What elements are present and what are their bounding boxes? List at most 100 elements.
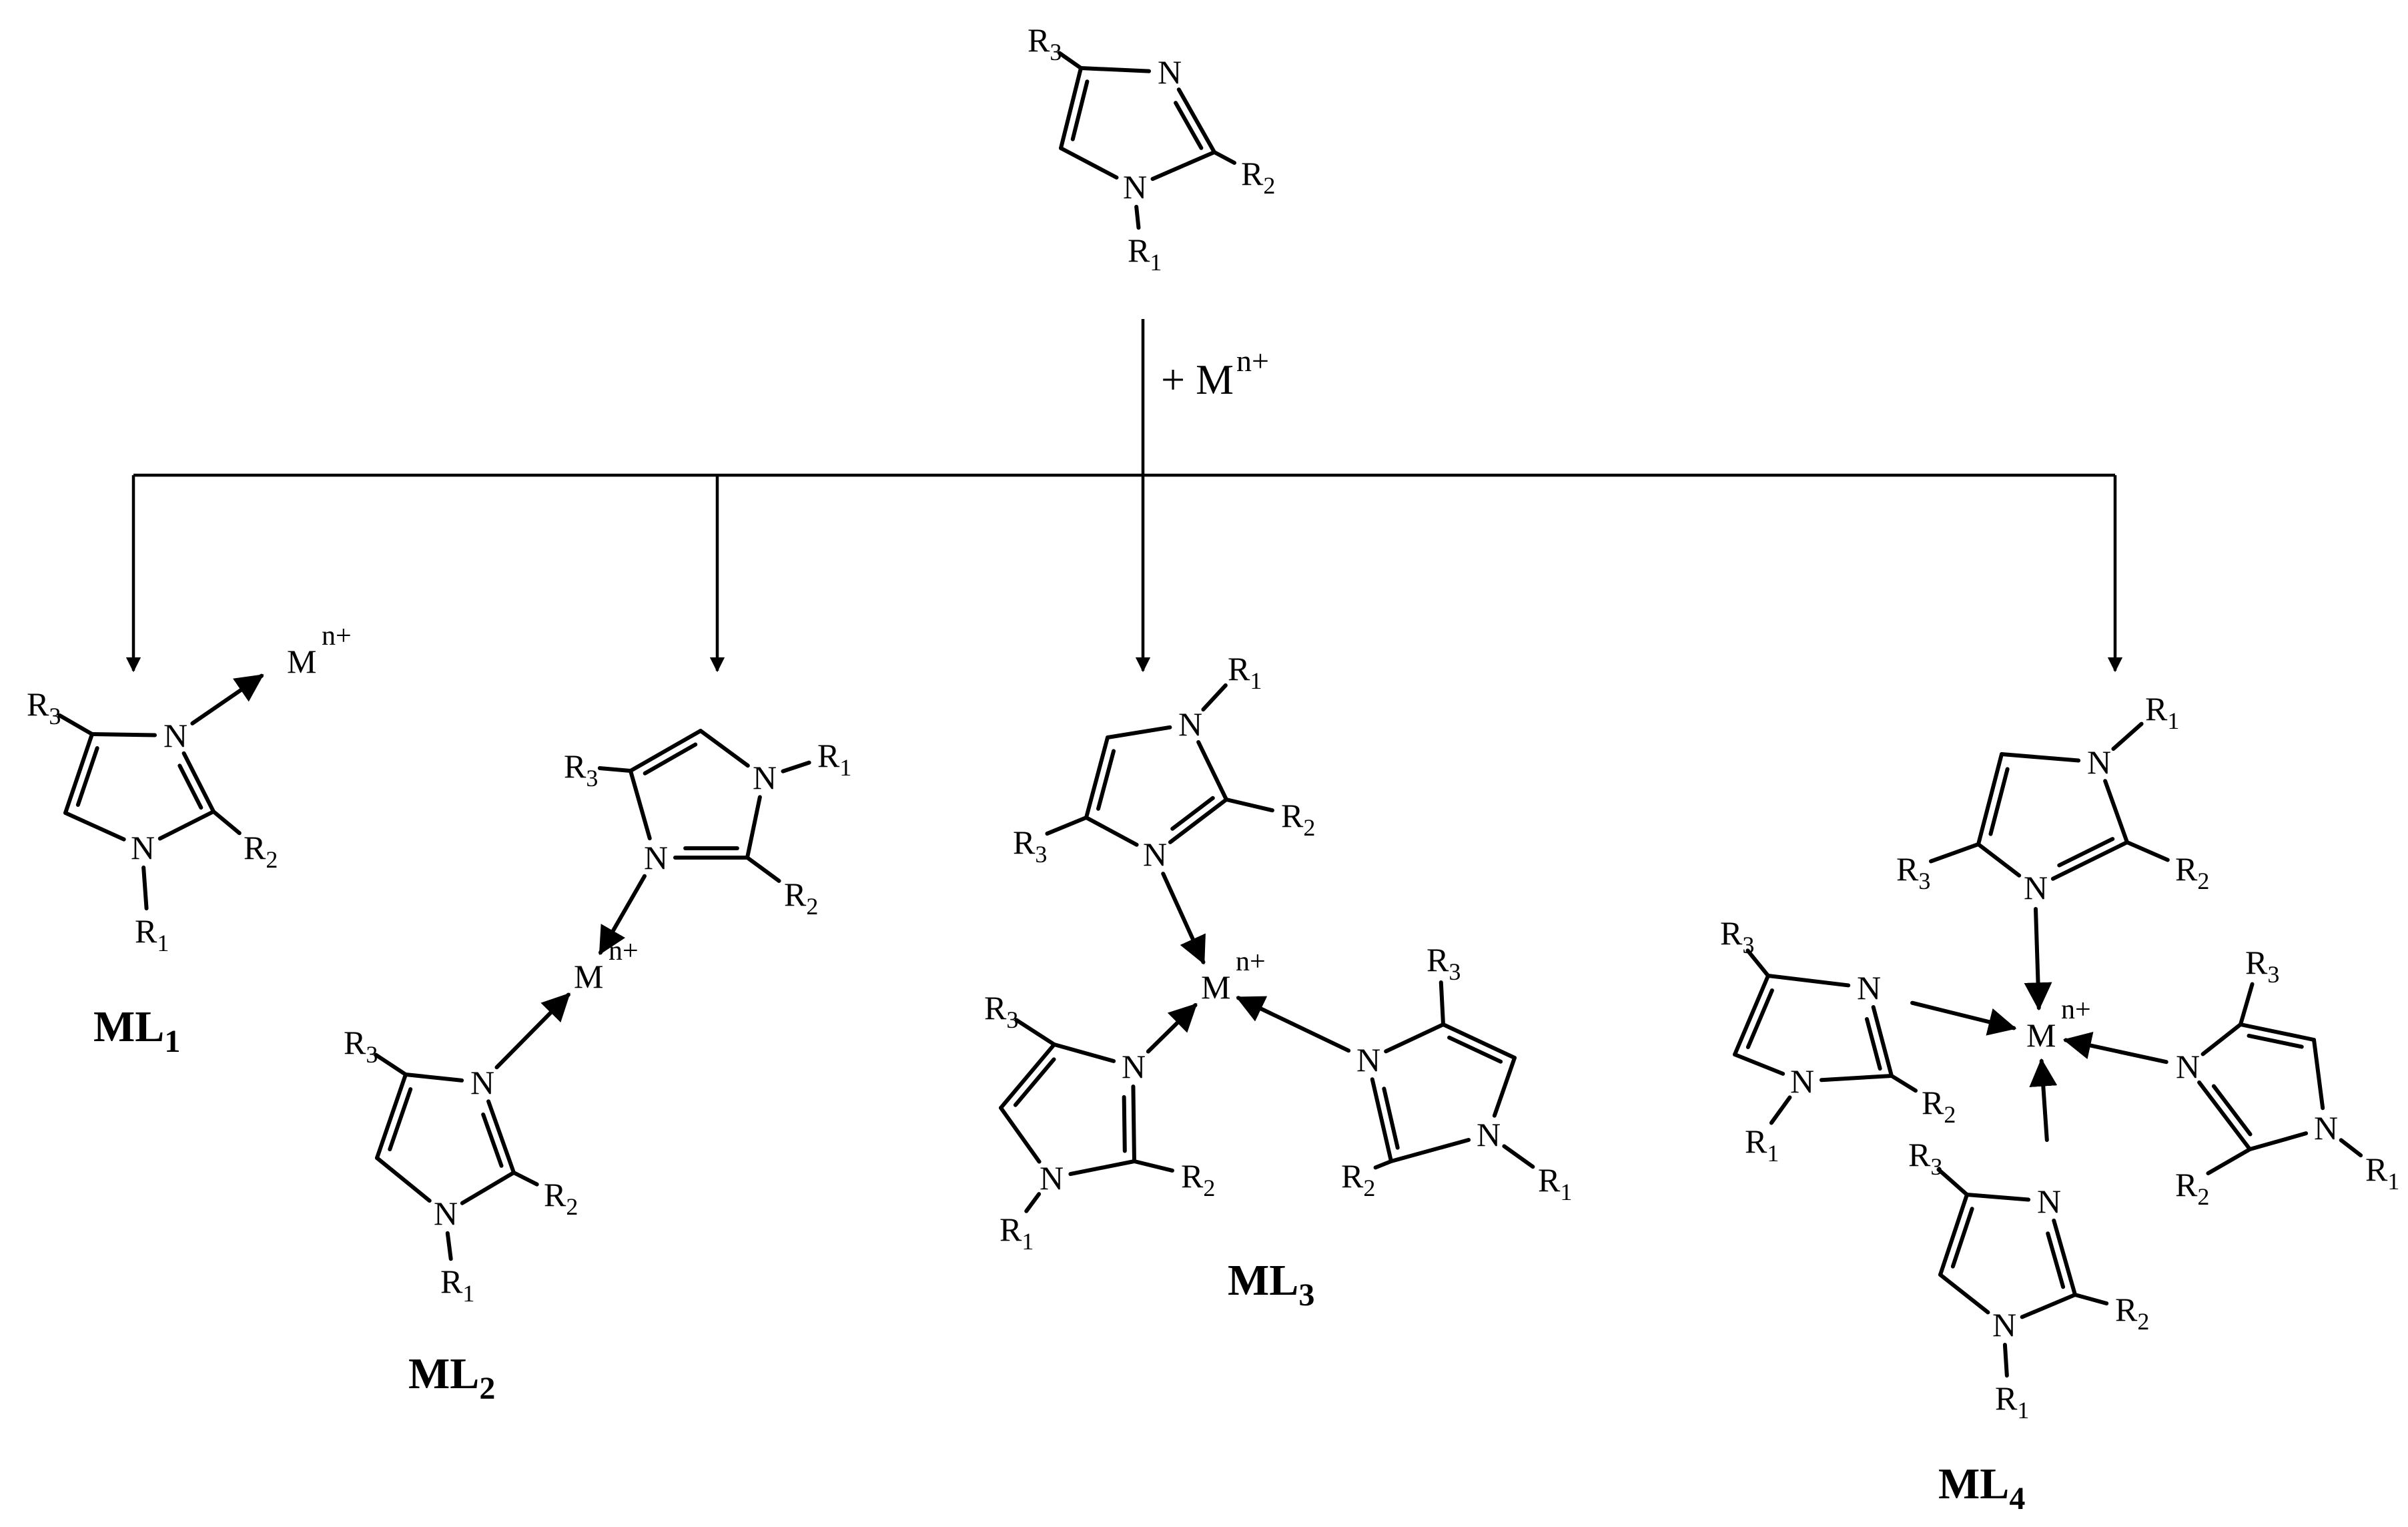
bond-c4-r3 [57, 713, 94, 736]
r3-group: R3 [27, 685, 61, 729]
reaction-branches: + Mn+ [125, 319, 2123, 673]
metal-charge: n+ [322, 621, 352, 651]
nitrogen-atom: N [1356, 1041, 1380, 1079]
nitrogen-atom: N [1857, 969, 1881, 1006]
ring-bond-c2-n3-inner [1382, 1087, 1400, 1150]
ring-bond-c5-n1 [699, 729, 750, 768]
ring-bond-c5-n1 [1059, 146, 1119, 180]
ring-bond-c2-n3-inner [481, 1112, 504, 1168]
ring-bond-c5-n1 [999, 1106, 1042, 1164]
ring-bond-c4-c5 [629, 729, 703, 773]
metal-atom: M [574, 958, 603, 995]
complex-label: ML4 [1938, 1460, 2025, 1516]
r3-group: R3 [344, 1024, 378, 1068]
ring-bond-c2-n3-inner [1174, 101, 1204, 150]
coordination-arrow [2062, 1031, 2168, 1064]
metal-charge: n+ [609, 936, 639, 966]
r1-group: R1 [817, 737, 851, 781]
complex-label: ML3 [1228, 1256, 1314, 1313]
ring-bond-c2-n3 [1131, 1084, 1136, 1163]
nitrogen-atom: N [1477, 1116, 1501, 1153]
r1-group: R1 [999, 1211, 1034, 1255]
nitrogen-atom: N [2037, 1183, 2061, 1220]
ring-bond-c4-c5-inner [1950, 1207, 1974, 1269]
r2-group: R2 [2115, 1291, 2149, 1335]
nitrogen-atom: N [470, 1064, 494, 1101]
metal-charge: n+ [1236, 946, 1266, 977]
ring-bond-c5-n1 [1106, 725, 1172, 739]
bond-n1-r1 [781, 760, 811, 774]
ring-bond-n1-c2 [745, 795, 762, 860]
r2-group: R2 [1341, 1157, 1375, 1201]
ring-bond-n3-c4 [404, 1073, 464, 1083]
metal-charge: n+ [2061, 994, 2091, 1025]
ring-bond-c2-n3-inner [2211, 1084, 2253, 1137]
bond-c2-r2 [1132, 1159, 1174, 1173]
ring-bond-n3-c4 [1976, 842, 2022, 878]
ring-bond-c4-c5 [1084, 735, 1110, 820]
bond-n1-r1 [2002, 1342, 2009, 1378]
bond-c2-r2 [1890, 1074, 1918, 1093]
ring-bond-c5-n1 [2000, 752, 2081, 763]
bond-c2-r2 [2125, 840, 2170, 862]
nitrogen-atom: N [644, 839, 668, 876]
r1-group: R1 [1745, 1123, 1779, 1167]
ring-bond-c4-c5-inner [643, 742, 698, 776]
nitrogen-atom: N [1992, 1306, 2016, 1343]
ring-bond-n3-c4 [629, 769, 652, 841]
ring-bond-c2-n3 [2197, 1080, 2252, 1151]
ring-bond-c5-n1 [1938, 1273, 1990, 1315]
nitrogen-atom: N [1143, 836, 1167, 873]
nitrogen-atom: N [163, 717, 187, 754]
r2-group: R2 [2175, 850, 2209, 894]
ring-bond-c4-c5-inner [75, 746, 99, 807]
nitrogen-atom: N [1790, 1062, 1814, 1100]
ring-bond-c2-n3-inner [1170, 796, 1215, 831]
r3-group: R3 [1720, 914, 1754, 958]
r1-group: R1 [135, 912, 169, 956]
ring-bond-c4-c5 [999, 1042, 1056, 1110]
bond-c4-r3 [1014, 1018, 1056, 1046]
r2-group: R2 [1181, 1157, 1215, 1201]
ring-bond-c2-n3-inner [1122, 1095, 1127, 1153]
nitrogen-atom: N [1123, 168, 1147, 206]
bond-n1-r1 [1769, 1095, 1792, 1125]
bond-n1-r1 [1201, 683, 1228, 712]
ring-bond-c4-c5 [63, 732, 94, 815]
ring-bond-c4-c5-inner [1745, 988, 1774, 1049]
nitrogen-atom: N [753, 759, 777, 796]
bond-c4-r3 [2239, 982, 2255, 1026]
bond-c4-r3 [374, 1052, 408, 1077]
nitrogen-atom: N [2176, 1048, 2200, 1085]
ring-bond-n3-c4 [90, 732, 157, 737]
bond-c4-r3 [1045, 816, 1088, 836]
ring-bond-c4-c5 [2239, 1022, 2316, 1042]
nitrogen-atom: N [131, 829, 155, 866]
ring-bond-c5-n1 [63, 811, 126, 842]
r1-group: R1 [1128, 232, 1162, 276]
ring-bond-n3-c4 [2200, 1022, 2243, 1056]
coordination-arrow [2024, 906, 2052, 1011]
ring-bond-n1-c2 [460, 1171, 516, 1205]
nitrogen-atom: N [434, 1195, 458, 1232]
bond-c4-r3 [1745, 948, 1770, 978]
nitrogen-atom: N [2087, 743, 2111, 781]
ring-bond-c4-c5-inner [388, 1087, 413, 1152]
bond-c4-r3 [1928, 842, 1980, 864]
ring-bond-n1-c2 [157, 810, 216, 841]
ring-bond-c5-n1 [375, 1156, 432, 1203]
ring-bond-c4-c5 [1733, 974, 1770, 1056]
ring-bond-c2-n3-inner [1864, 1017, 1882, 1071]
ring-bond-c4-c5-inner [2247, 1033, 2304, 1049]
ring-bond-c2-n3 [2052, 1218, 2077, 1297]
bond-n1-r1 [1134, 204, 1141, 230]
metal-atom: M [287, 643, 316, 680]
ring-bond-c2-n3 [1176, 87, 1216, 154]
ring-bond-c4-c5-inner [1096, 749, 1116, 811]
ring-bond-c4-c5 [1938, 1193, 1969, 1277]
